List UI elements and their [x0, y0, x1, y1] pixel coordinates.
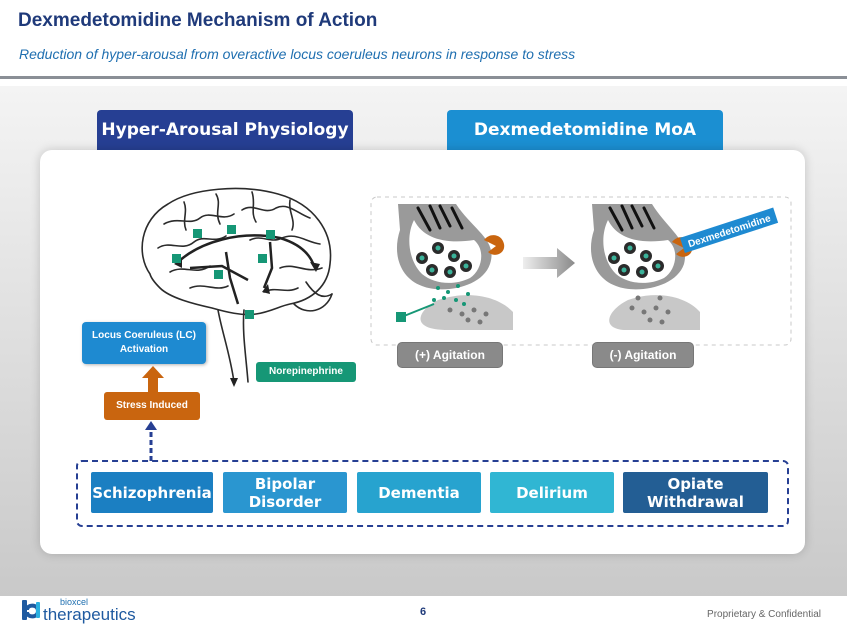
brain-illustration [141, 187, 333, 387]
condition-opiate-withdrawal: Opiate Withdrawal [623, 472, 768, 513]
dashed-arrow-icon [145, 421, 157, 461]
condition-dementia: Dementia [357, 472, 481, 513]
bioxcel-logo-icon [22, 600, 41, 620]
conditions-frame [76, 460, 789, 527]
right-arrow-icon [523, 248, 575, 278]
lc-activation-label: Locus Coeruleus (LC) Activation [92, 330, 196, 355]
lc-activation-box: Locus Coeruleus (LC) Activation [82, 322, 206, 364]
synapse-dexmedetomidine-illustration: Dexmedetomidine [590, 204, 779, 330]
norepinephrine-label: Norepinephrine [256, 362, 356, 382]
page-title: Dexmedetomidine Mechanism of Action [18, 10, 378, 31]
page-number: 6 [419, 606, 427, 618]
condition-delirium: Delirium [490, 472, 614, 513]
condition-schizophrenia: Schizophrenia [91, 472, 213, 513]
logo-text-bioxcel: bioxcel [60, 597, 89, 607]
agitation-minus-label: (-) Agitation [592, 342, 694, 368]
stress-induced-box: Stress Induced [104, 392, 200, 420]
condition-bipolar-disorder: Bipolar Disorder [223, 472, 347, 513]
header-divider [0, 76, 847, 79]
synapse-region [370, 196, 792, 346]
confidential-notice: Proprietary & Confidential [707, 609, 821, 620]
hyper-arousal-tab: Hyper-Arousal Physiology [97, 110, 353, 150]
page-subtitle: Reduction of hyper-arousal from overacti… [19, 46, 576, 62]
agitation-plus-label: (+) Agitation [397, 342, 503, 368]
up-arrow-icon [142, 366, 164, 392]
logo-text-therapeutics: therapeutics [43, 605, 136, 624]
synapse-agitation-illustration [396, 204, 513, 330]
dexmedetomidine-moa-tab: Dexmedetomidine MoA [447, 110, 723, 150]
